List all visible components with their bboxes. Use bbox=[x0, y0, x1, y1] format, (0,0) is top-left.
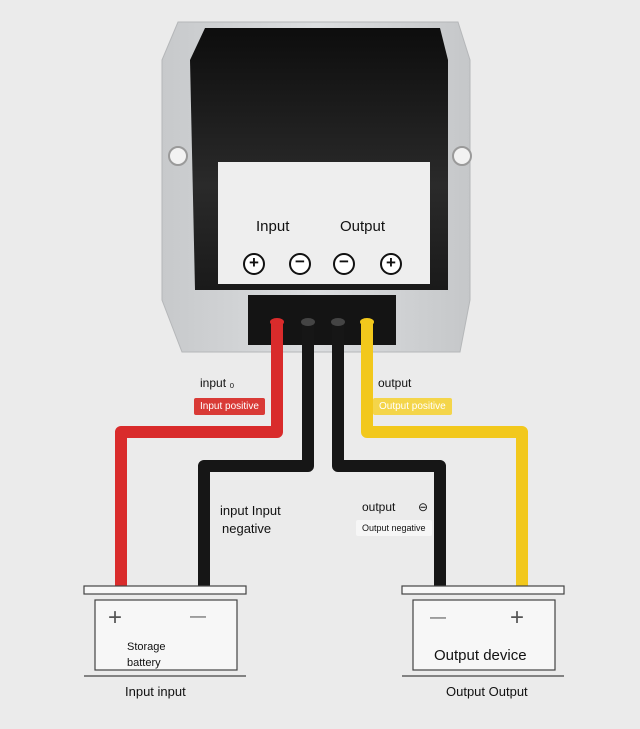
wire-output-negative bbox=[332, 322, 446, 586]
converter-module bbox=[161, 21, 472, 353]
terminal-minus-icon bbox=[289, 253, 311, 275]
wire-input-positive bbox=[115, 322, 283, 586]
wire-caps bbox=[270, 318, 374, 326]
terminal-output-minus: − bbox=[339, 252, 349, 271]
storage-battery bbox=[83, 585, 247, 677]
panel-input-label: Input bbox=[256, 218, 290, 235]
battery-caption: Input input bbox=[125, 684, 186, 699]
output-positive-tag: Output positive bbox=[373, 398, 452, 415]
terminal-input-minus: − bbox=[295, 252, 305, 271]
terminal-symbols bbox=[243, 253, 402, 275]
battery-plus-sign: + bbox=[108, 604, 123, 631]
device-minus-sign: — bbox=[430, 609, 446, 626]
wire-output-positive bbox=[361, 322, 528, 586]
output-device-caption: Output Output bbox=[446, 684, 528, 699]
output-device-box bbox=[401, 585, 565, 677]
battery-minus-sign: — bbox=[190, 608, 206, 625]
wire-gland bbox=[248, 295, 396, 345]
wire-input-negative bbox=[198, 322, 314, 586]
terminal-plus-icon bbox=[243, 253, 265, 275]
input-negative-caption-line2: negative bbox=[222, 521, 272, 536]
input-positive-caption: input ₀ bbox=[200, 376, 235, 390]
output-device-label: Output device bbox=[434, 647, 527, 664]
panel-output-label: Output bbox=[340, 218, 386, 235]
battery-label-line2: battery bbox=[127, 657, 161, 669]
mount-hole-left bbox=[168, 146, 188, 166]
terminal-plus-icon bbox=[380, 253, 402, 275]
output-negative-tag: Output negative bbox=[356, 520, 432, 536]
battery-label-line1: Storage bbox=[127, 641, 166, 653]
input-positive-tag: Input positive bbox=[194, 398, 265, 415]
output-negative-symbol: ⊖ bbox=[418, 500, 429, 514]
wires bbox=[115, 322, 528, 586]
device-plus-sign: + bbox=[510, 604, 525, 631]
terminal-output-plus: + bbox=[386, 253, 396, 272]
mount-hole-right bbox=[452, 146, 472, 166]
input-negative-caption-line1: input Input bbox=[220, 503, 281, 518]
terminal-input-plus: + bbox=[249, 253, 259, 272]
terminal-minus-icon bbox=[333, 253, 355, 275]
output-positive-caption: output bbox=[378, 376, 412, 390]
output-negative-caption: output bbox=[362, 500, 396, 514]
